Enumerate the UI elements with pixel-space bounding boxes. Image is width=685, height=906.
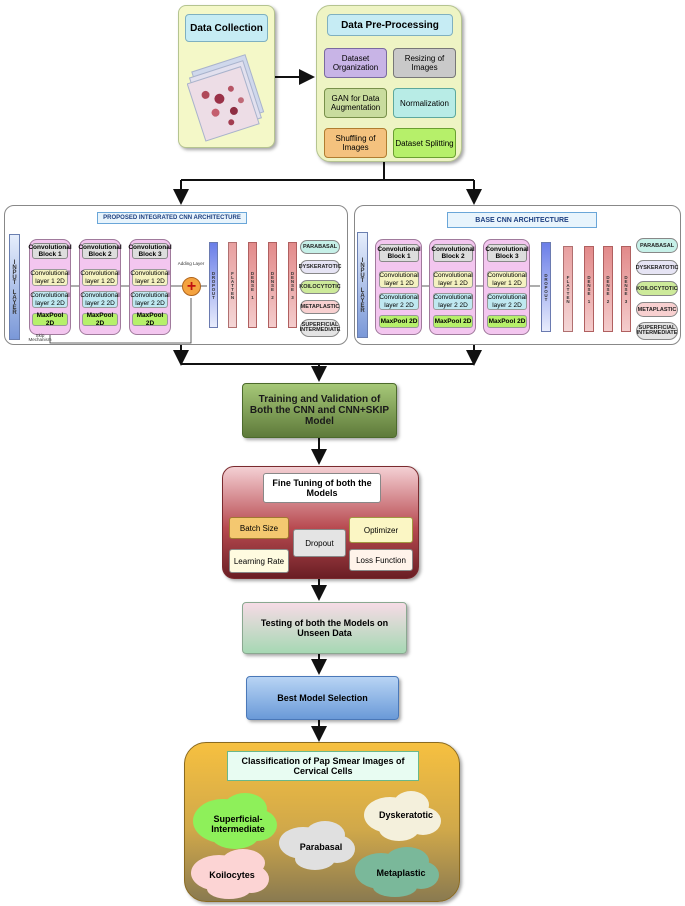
maxpool-layer: MaxPool 2D bbox=[82, 312, 118, 327]
proposed-conv-block-2: Convolutional Block 2 Convolutional laye… bbox=[78, 239, 122, 335]
classification-title: Classification of Pap Smear Images of Ce… bbox=[227, 751, 419, 781]
conv-layer-2: Convolutional layer 2 2D bbox=[487, 293, 527, 310]
conv-layer-2: Convolutional layer 2 2D bbox=[379, 293, 419, 310]
pap-smear-images-icon bbox=[187, 54, 265, 142]
block-title: Convolutional Block 3 bbox=[128, 243, 172, 259]
loss-function-param: Loss Function bbox=[349, 549, 413, 571]
conv-layer-1: Convolutional layer 1 2D bbox=[30, 269, 70, 286]
base-conv-block-3: Convolutional Block 3 Convolutional laye… bbox=[483, 239, 530, 335]
class-parabasal: Parabasal bbox=[299, 842, 343, 852]
normalization-step: Normalization bbox=[393, 88, 456, 118]
conv-layer-1: Convolutional layer 1 2D bbox=[379, 271, 419, 288]
output-superficial-intermediate: SUPERFICIAL INTERMEDIATE bbox=[636, 322, 678, 340]
data-collection-title: Data Collection bbox=[185, 14, 268, 42]
adding-layer-label: Adding Layer bbox=[177, 260, 205, 266]
proposed-flatten-layer: FLATTEN bbox=[228, 242, 237, 328]
proposed-conv-block-1: Convolutional Block 1 Convolutional laye… bbox=[28, 239, 72, 335]
block-title: Convolutional Block 1 bbox=[377, 244, 421, 262]
proposed-dense-2-layer: DENSE 2 bbox=[268, 242, 277, 328]
output-metaplastic: METAPLASTIC bbox=[636, 302, 678, 317]
output-parabasal: PARABASAL bbox=[300, 240, 340, 254]
base-conv-block-1: Convolutional Block 1 Convolutional laye… bbox=[375, 239, 422, 335]
fine-tuning-title: Fine Tuning of both the Models bbox=[263, 473, 381, 503]
maxpool-layer: MaxPool 2D bbox=[379, 315, 419, 328]
output-metaplastic: METAPLASTIC bbox=[300, 300, 340, 314]
base-flatten-layer: FLATTEN bbox=[563, 246, 573, 332]
conv-layer-2: Convolutional layer 2 2D bbox=[130, 291, 170, 308]
class-superficial-intermediate: Superficial-Intermediate bbox=[211, 814, 265, 834]
base-layer-connectors bbox=[422, 285, 540, 287]
data-collection-box: Data Collection bbox=[178, 5, 275, 148]
proposed-conv-block-3: Convolutional Block 3 Convolutional laye… bbox=[128, 239, 172, 335]
conv-layer-2: Convolutional layer 2 2D bbox=[433, 293, 473, 310]
base-input-layer: INPUT LAYER bbox=[357, 232, 368, 338]
maxpool-layer: MaxPool 2D bbox=[433, 315, 473, 328]
conv-layer-2: Convolutional layer 2 2D bbox=[30, 291, 70, 308]
superficial-cloud-shape bbox=[193, 793, 277, 849]
batch-size-param: Batch Size bbox=[229, 517, 289, 539]
dyskeratotic-cloud-shape bbox=[364, 791, 441, 841]
maxpool-layer: MaxPool 2D bbox=[32, 312, 68, 327]
dropout-param: Dropout bbox=[293, 529, 346, 557]
adding-layer-node: + bbox=[182, 277, 201, 296]
class-metaplastic: Metaplastic bbox=[376, 868, 426, 878]
preprocessing-box: Data Pre-Processing Dataset Organization… bbox=[316, 5, 462, 162]
plus-icon: + bbox=[186, 277, 197, 295]
base-architecture-title: BASE CNN ARCHITECTURE bbox=[447, 212, 597, 228]
proposed-input-layer: INPUT LAYER bbox=[9, 234, 20, 340]
conv-layer-1: Convolutional layer 1 2D bbox=[487, 271, 527, 288]
block-title: Convolutional Block 3 bbox=[485, 244, 529, 262]
preprocessing-title: Data Pre-Processing bbox=[327, 14, 453, 36]
output-superficial-intermediate: SUPERFICIAL INTERMEDIATE bbox=[300, 319, 340, 337]
training-validation-box: Training and Validation of Both the CNN … bbox=[242, 383, 397, 438]
parabasal-cloud-shape bbox=[279, 821, 355, 870]
maxpool-layer: MaxPool 2D bbox=[132, 312, 168, 327]
output-koilocytotic: KOILOCYTOTIC bbox=[299, 280, 341, 294]
testing-box: Testing of both the Models on Unseen Dat… bbox=[242, 602, 407, 654]
proposed-architecture-panel: PROPOSED INTEGRATED CNN ARCHITECTURE INP… bbox=[4, 205, 348, 345]
shuffling-step: Shuffling of Images bbox=[324, 128, 387, 158]
skip-connection-lines bbox=[49, 285, 207, 344]
gan-augmentation-step: GAN for Data Augmentation bbox=[324, 88, 387, 118]
block-title: Convolutional Block 2 bbox=[78, 243, 122, 259]
output-parabasal: PARABASAL bbox=[636, 238, 678, 253]
class-koilocytes: Koilocytes bbox=[209, 870, 255, 880]
output-dyskeratotic: DYSKERATOTIC bbox=[636, 260, 678, 275]
base-dropout-layer: DROPOUT bbox=[541, 242, 551, 332]
base-conv-block-2: Convolutional Block 2 Convolutional laye… bbox=[429, 239, 476, 335]
class-dyskeratotic: Dyskeratotic bbox=[378, 810, 434, 820]
block-title: Convolutional Block 1 bbox=[28, 243, 72, 259]
splitting-step: Dataset Splitting bbox=[393, 128, 456, 158]
class-clouds bbox=[191, 791, 441, 899]
proposed-dropout-layer: DROPOUT bbox=[209, 242, 218, 328]
block-title: Convolutional Block 2 bbox=[431, 244, 475, 262]
koilocytes-cloud-shape bbox=[191, 849, 269, 899]
skip-mechanism-label: Skip Mechanism bbox=[28, 332, 52, 342]
output-dyskeratotic: DYSKERATOTIC bbox=[299, 260, 341, 274]
learning-rate-param: Learning Rate bbox=[229, 549, 289, 573]
proposed-dense-3-layer: DENSE 3 bbox=[288, 242, 297, 328]
maxpool-layer: MaxPool 2D bbox=[487, 315, 527, 328]
resizing-step: Resizing of Images bbox=[393, 48, 456, 78]
classification-box: Classification of Pap Smear Images of Ce… bbox=[184, 742, 460, 902]
metaplastic-cloud-shape bbox=[355, 847, 439, 897]
dataset-organization-step: Dataset Organization bbox=[324, 48, 387, 78]
conv-layer-1: Convolutional layer 1 2D bbox=[80, 269, 120, 286]
proposed-architecture-title: PROPOSED INTEGRATED CNN ARCHITECTURE bbox=[97, 212, 247, 224]
base-dense-3-layer: DENSE 3 bbox=[621, 246, 631, 332]
conv-layer-1: Convolutional layer 1 2D bbox=[130, 269, 170, 286]
base-dense-2-layer: DENSE 2 bbox=[603, 246, 613, 332]
base-dense-1-layer: DENSE 1 bbox=[584, 246, 594, 332]
fine-tuning-box: Fine Tuning of both the Models Batch Siz… bbox=[222, 466, 419, 579]
conv-layer-2: Convolutional layer 2 2D bbox=[80, 291, 120, 308]
conv-layer-1: Convolutional layer 1 2D bbox=[433, 271, 473, 288]
output-koilocytotic: KOILOCYTOTIC bbox=[636, 281, 678, 296]
optimizer-param: Optimizer bbox=[349, 517, 413, 543]
proposed-dense-1-layer: DENSE 1 bbox=[248, 242, 257, 328]
best-model-selection-box: Best Model Selection bbox=[246, 676, 399, 720]
base-architecture-panel: BASE CNN ARCHITECTURE INPUT LAYER Convol… bbox=[354, 205, 681, 345]
